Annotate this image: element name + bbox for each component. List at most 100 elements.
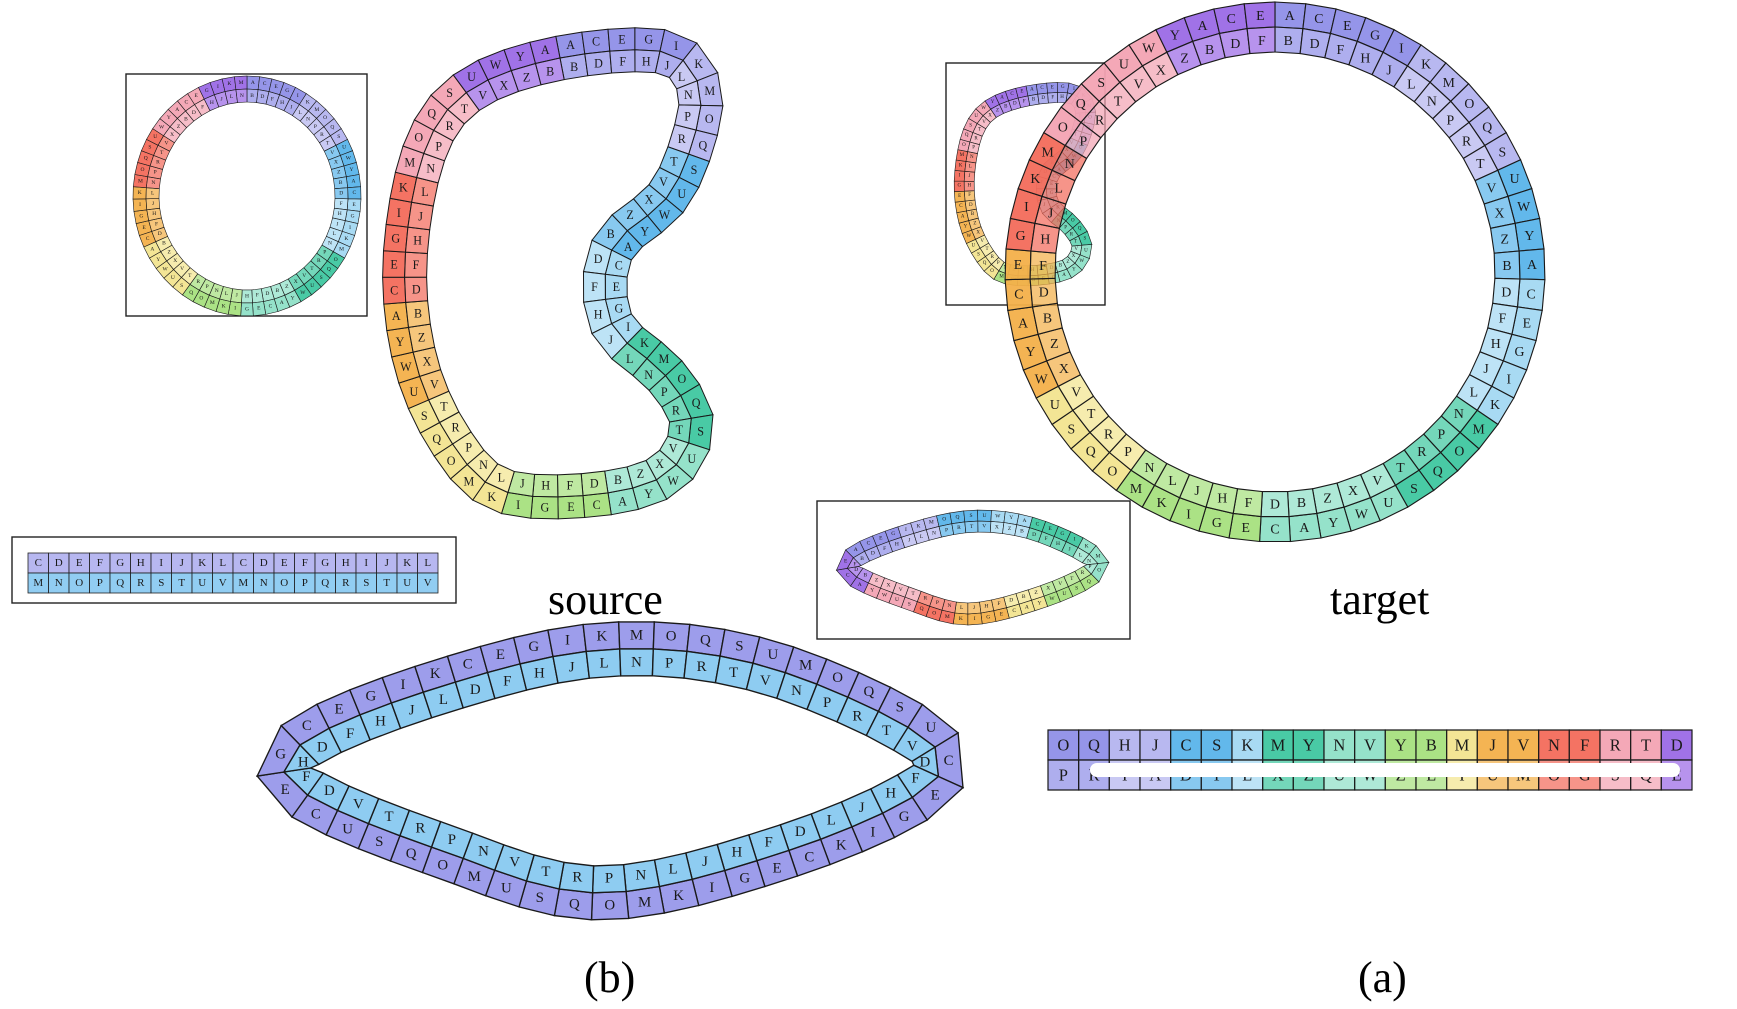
cell-letter: V [1071,384,1081,399]
cell-letter: F [1580,736,1589,755]
cell-letter: O [1058,119,1068,134]
cell-letter: C [615,258,623,272]
cell-letter: I [297,93,299,99]
cell-letter: G [391,232,400,246]
cell-letter: C [592,35,600,49]
cell-letter: S [158,577,164,589]
cell-letter: Q [1076,96,1086,111]
cell-letter: T [882,723,891,739]
cell-letter: V [980,239,984,244]
cell-letter: Q [144,156,148,162]
cell-letter: X [334,160,338,166]
cell-letter: S [896,700,904,716]
cell-letter: D [594,56,603,70]
cell-letter: H [984,603,988,609]
cell-letter: X [173,258,177,264]
cell-letter: U [410,385,419,399]
cell-letter: E [1523,316,1531,331]
cell-letter: A [1299,520,1309,535]
cell-letter: B [1004,105,1008,110]
cell-letter: B [184,117,188,123]
cell-letter: V [1074,247,1078,252]
cell-letter: Z [1066,260,1069,265]
cell-letter: X [655,457,664,471]
cell-letter: E [772,860,781,876]
cell-letter: L [421,185,428,199]
cell-letter: M [468,869,481,885]
cell-letter: B [546,65,554,79]
cell-letter: V [907,739,918,755]
cell-letter: S [697,424,704,438]
cell-letter: J [608,333,613,347]
cell-letter: E [76,557,83,569]
cell-letter: B [1032,98,1036,103]
cell-letter: J [859,800,865,816]
cell-letter: B [1297,495,1306,510]
cell-letter: G [1212,515,1222,530]
cell-letter: P [665,656,673,672]
cell-letter: W [981,106,986,111]
cell-letter: Y [964,224,968,229]
cell-letter: A [280,300,284,306]
cell-letter: C [1014,287,1023,302]
cell-letter: U [1062,591,1066,597]
cell-letter: F [1499,311,1507,326]
cell-letter: T [461,102,469,116]
inset-frame-source-circle [125,73,368,317]
cell-letter: U [310,283,314,289]
cell-letter: D [1013,102,1017,107]
cell-letter: H [210,100,214,106]
cell-letter: Y [396,335,405,349]
cell-letter: A [961,214,965,219]
cell-letter: P [1438,426,1446,441]
cell-letter: M [1472,422,1484,437]
cell-letter: J [409,702,415,718]
cell-letter: G [986,614,990,620]
cell-letter: Q [406,846,417,862]
cell-letter: Q [1482,119,1492,134]
cell-letter: V [478,89,487,103]
cell-letter: T [1396,460,1405,475]
cell-letter: R [991,255,995,260]
cell-letter: C [269,304,273,310]
cell-letter: W [1142,41,1155,56]
cell-letter: F [883,546,886,552]
cell-letter: L [920,534,924,540]
cell-letter: O [832,670,843,686]
cell-letter: X [1059,361,1069,376]
cell-letter: M [33,577,43,589]
cell-letter: B [614,473,622,487]
cell-letter: G [205,88,209,94]
cell-letter: O [1097,568,1101,574]
cell-letter: V [330,150,334,156]
cell-letter: L [969,165,972,170]
target-strip-slot [1090,763,1680,777]
cell-letter: S [969,123,972,128]
cell-letter: J [665,58,670,72]
cell-letter: V [424,577,432,589]
cell-letter: E [958,194,961,199]
cell-letter: Z [418,331,425,345]
cell-letter: B [1022,594,1026,600]
cell-letter: Q [920,606,924,612]
cell-letter: L [827,813,836,829]
cell-letter: M [1271,736,1286,755]
cell-letter: T [160,150,164,156]
cell-letter: F [591,280,598,294]
cell-letter: J [1069,547,1072,553]
cell-letter: K [917,523,921,529]
cell-letter: F [765,835,773,851]
cell-letter: K [198,557,206,569]
cell-letter: G [366,688,377,704]
cell-letter: T [911,591,915,597]
cell-letter: H [1360,51,1370,66]
cell-letter: C [184,100,188,106]
cell-letter: I [1399,41,1404,56]
cell-letter: J [336,221,339,227]
cell-letter: F [1245,495,1253,510]
cell-letter: A [566,38,575,52]
cell-letter: D [1230,36,1240,51]
cell-letter: K [403,557,411,569]
cell-letter: V [669,442,678,456]
